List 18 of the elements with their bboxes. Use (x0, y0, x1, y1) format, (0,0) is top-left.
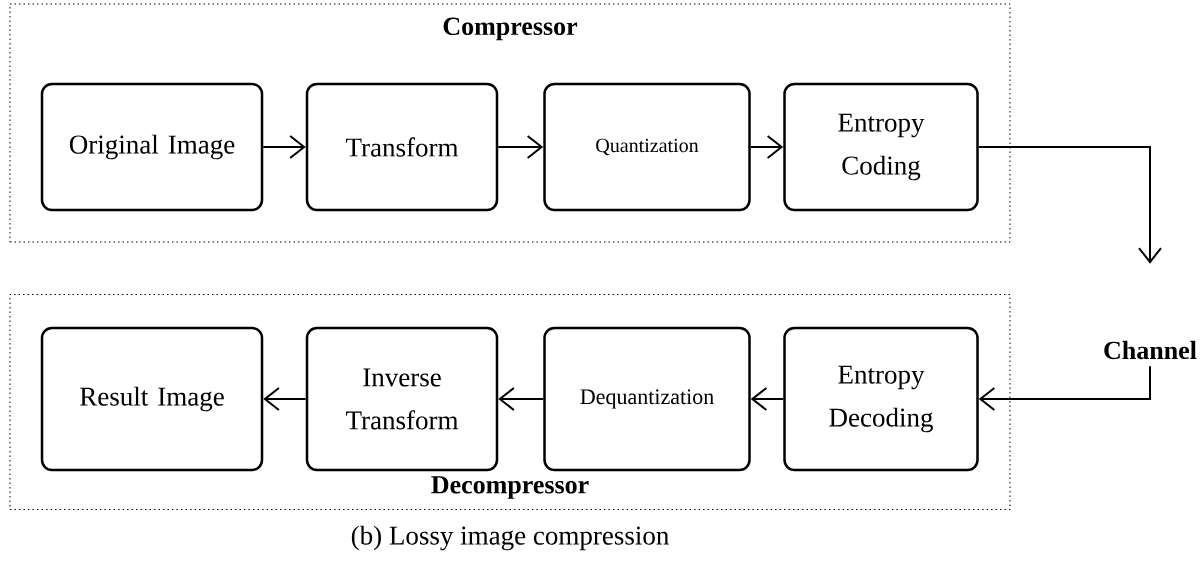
arrow (978, 365, 1151, 411)
arrow (263, 387, 307, 411)
arrow (498, 387, 545, 411)
channel-label: Channel (1104, 340, 1197, 360)
arrow (977, 146, 1162, 264)
process-box: Result Image (40, 326, 264, 472)
process-box: Dequantization (543, 326, 751, 472)
process-box: Entropy Decoding (783, 326, 979, 472)
arrow (750, 387, 785, 411)
caption: (b) Lossy image compression (351, 525, 669, 551)
process-box: Transform (305, 82, 499, 212)
arrow (497, 135, 544, 159)
process-box: Entropy Coding (783, 82, 979, 212)
process-box: Inverse Transform (305, 326, 499, 472)
process-box: Quantization (543, 82, 751, 212)
process-box: Original Image (40, 82, 264, 212)
arrow (749, 135, 784, 159)
arrow (262, 135, 306, 159)
